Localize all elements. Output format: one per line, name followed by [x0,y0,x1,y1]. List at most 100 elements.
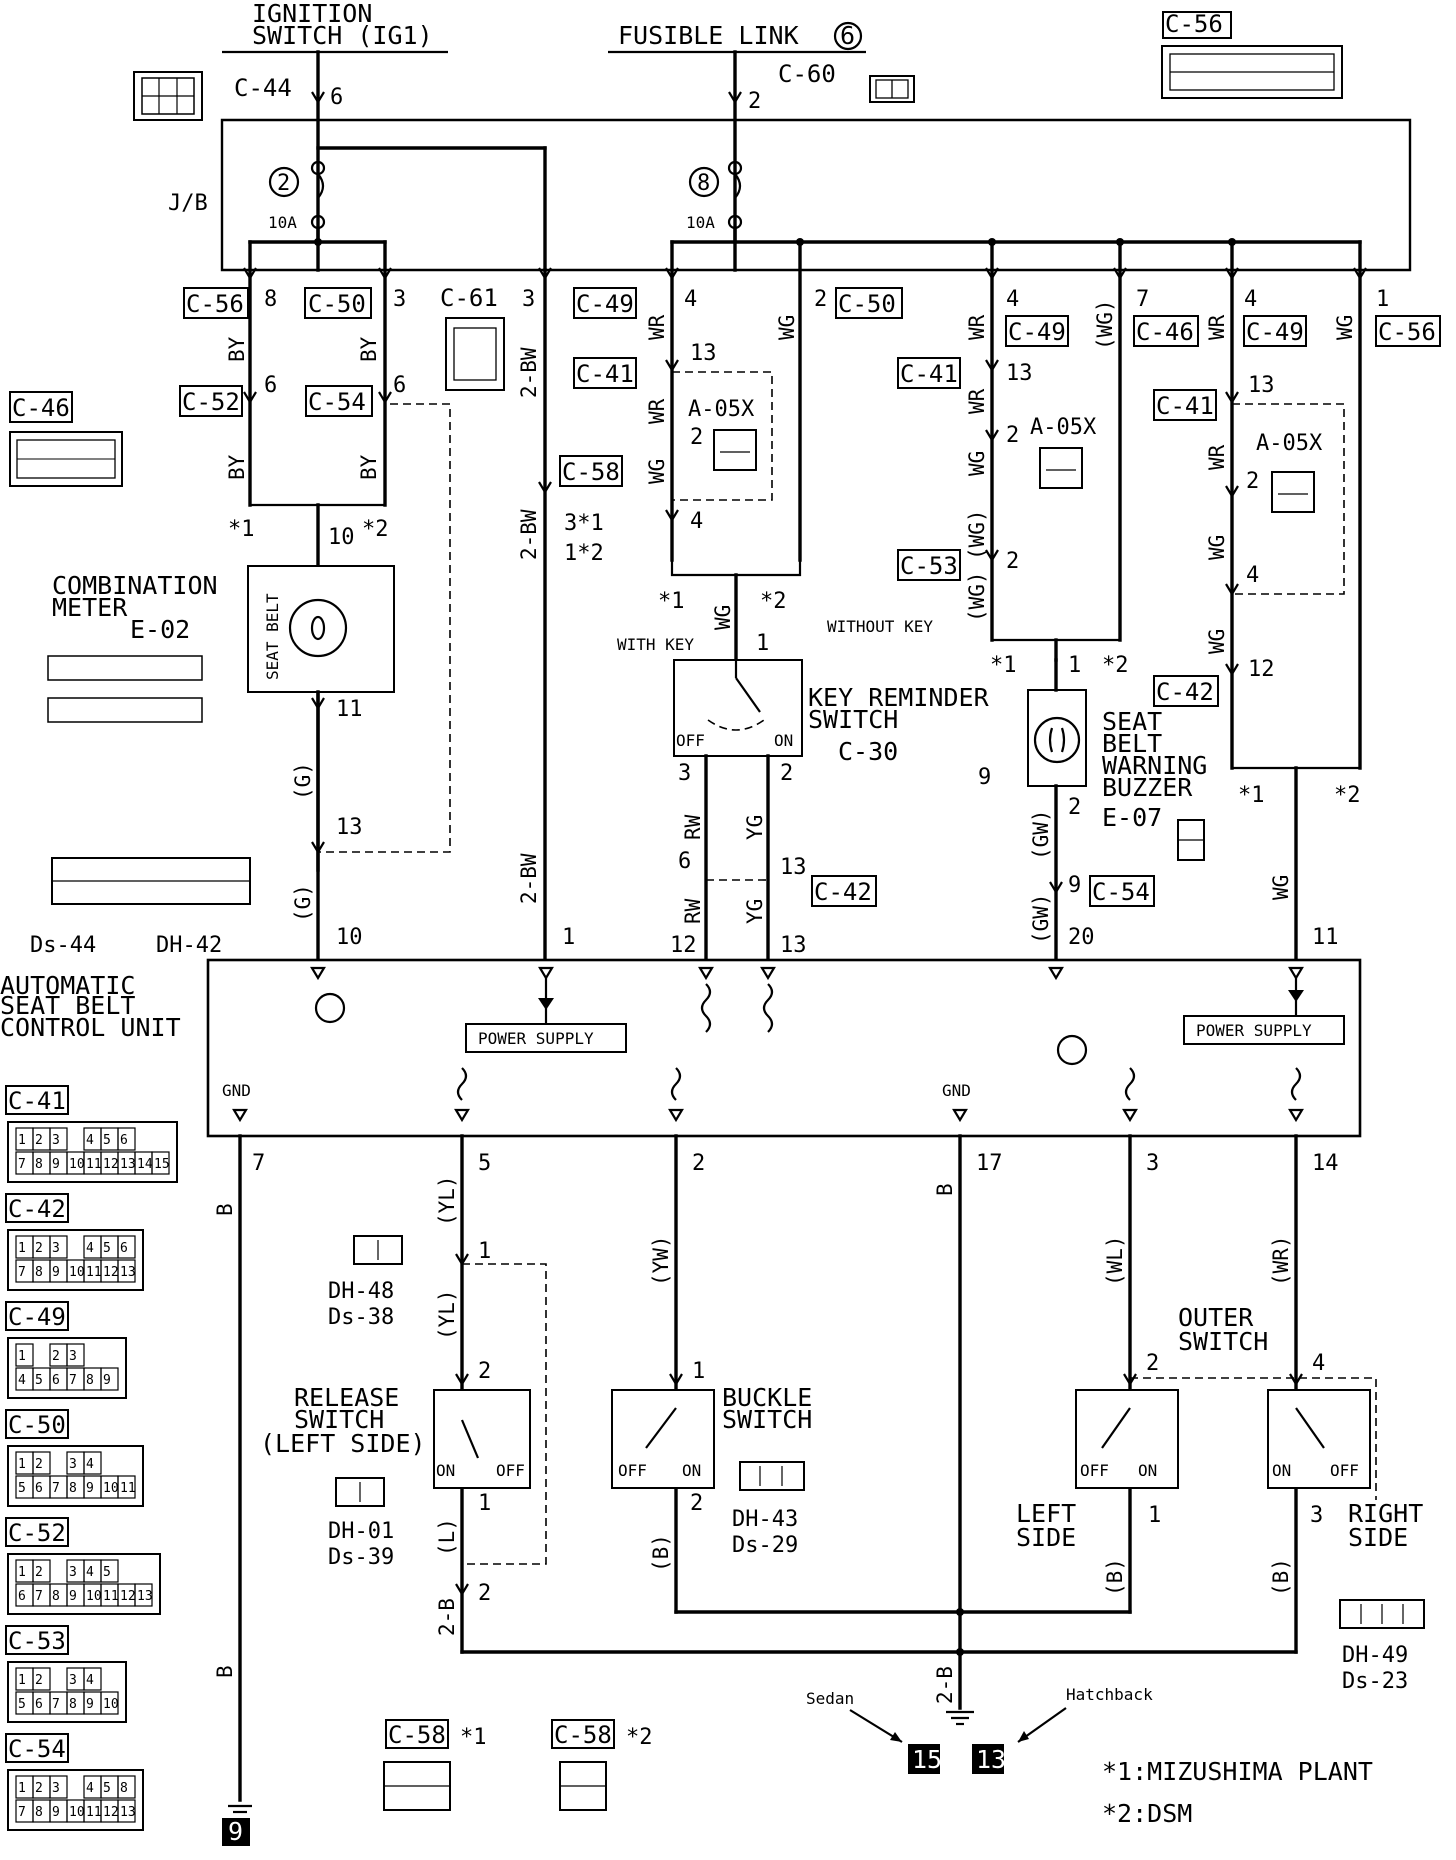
star2-right: *2 [1334,783,1361,808]
pin-2-buckle-cu: 2 [692,1151,705,1176]
wire-wr-paren: (WR) [1269,1235,1293,1286]
wire-wg-paren-1: (WG) [1093,299,1117,350]
pin-13-cu: 13 [780,933,807,958]
connector-c61: C-61 [440,284,505,391]
pin-12-cu: 12 [670,933,697,958]
pin-1-2bw: 1 [562,925,575,950]
pin-number: 8 [35,1157,43,1172]
svg-text:C-42: C-42 [814,878,872,906]
junction-block: J/B [168,118,1412,272]
outer-switch-left: OFF ON [1075,1389,1179,1489]
pin-20-cu: 20 [1068,925,1095,950]
svg-text:KEY REMINDER: KEY REMINDER [808,683,990,712]
pin-number: 12 [120,1589,136,1604]
pin-13-meter: 13 [336,815,363,840]
wire-2b-1: 2-B [435,1598,459,1636]
connector-dh01-icon: DH-01 Ds-39 [328,1477,394,1570]
pin-number: 6 [52,1373,60,1388]
svg-text:CONTROL UNIT: CONTROL UNIT [0,1013,181,1042]
svg-text:6: 6 [264,373,277,398]
svg-text:4: 4 [684,287,697,312]
fuse-2: 2 10A [268,160,326,232]
svg-text:C-52: C-52 [182,388,240,416]
svg-text:BUZZER: BUZZER [1102,773,1193,802]
wire-l: (L) [435,1518,459,1556]
wire-b-gnd: B [933,1183,957,1196]
svg-text:2: 2 [1006,549,1019,574]
pin-number: 5 [35,1373,43,1388]
pin-number: 6 [35,1697,43,1712]
pin-number: 2 [35,1241,43,1256]
connector-c60-icon [869,75,915,103]
pin-number: 6 [120,1133,128,1148]
pin-number: 2 [35,1565,43,1580]
fusible-title: FUSIBLE LINK [618,21,799,50]
sidebar-connector-label: C-52 [8,1519,66,1547]
c46-mid-pin: 7 [1136,287,1149,312]
fusible-number: 6 [840,21,855,50]
wire-b-buckle: (B) [649,1534,673,1572]
svg-text:C-30: C-30 [838,737,898,766]
wire-wg-paren-2: (WG) [965,509,989,560]
ground-9: 9 [222,1804,252,1846]
pin-3-key: 3 [678,761,691,786]
wire-yl-1: (YL) [435,1175,459,1226]
pin-2-outer-left: 2 [1146,1351,1159,1376]
svg-text:13: 13 [976,1745,1006,1774]
pin-number: 13 [120,1265,136,1280]
svg-text:C-46: C-46 [1136,318,1194,346]
fuse-8: 8 10A [686,160,743,232]
star1-buzzer: *1 [990,653,1017,678]
svg-text:COMBINATION: COMBINATION [52,571,218,600]
pin-number: 6 [18,1589,26,1604]
pin-number: 10 [103,1697,119,1712]
pin-number: 9 [52,1265,60,1280]
nine-label: 9 [978,765,991,790]
pin-number: 4 [86,1241,94,1256]
pin-number: 7 [52,1697,60,1712]
svg-text:6: 6 [393,373,406,398]
sidebar-connector-label: C-53 [8,1627,66,1655]
svg-text:Hatchback: Hatchback [1066,1685,1153,1704]
svg-text:3*1: 3*1 [564,511,604,536]
svg-text:4: 4 [1246,563,1259,588]
pin-5: 5 [478,1151,491,1176]
seat-belt-warning-buzzer: SEAT BELT WARNING BUZZER E-07 [1027,689,1207,861]
wire-wr-6: WR [1205,444,1229,470]
wire-wg-paren-3: (WG) [965,571,989,622]
connector-c49-mid: C-49 [1005,315,1069,347]
svg-text:C-58: C-58 [388,1721,446,1749]
svg-text:C-42: C-42 [1156,678,1214,706]
connector-c58-star1: C-58 *1 [383,1719,487,1811]
wire-wr-3: WR [965,314,989,340]
pin-number: 11 [86,1265,102,1280]
connector-c56-top: C-56 [1161,10,1343,99]
wire-by-2: BY [357,336,381,362]
pin-number: 13 [120,1805,136,1820]
svg-text:OFF: OFF [618,1461,647,1480]
pin-number: 14 [137,1157,153,1172]
legend-dsm: *2:DSM [1102,1799,1192,1828]
svg-text:GND: GND [942,1081,971,1100]
wire-wg-5: WG [1333,315,1357,340]
outer-switch-right: ON OFF [1267,1389,1371,1489]
svg-text:Ds-39: Ds-39 [328,1545,394,1570]
svg-text:ON: ON [682,1461,701,1480]
svg-text:C-49: C-49 [1246,318,1304,346]
star1-left: *1 [228,517,255,542]
pin-number: 4 [86,1565,94,1580]
svg-text:SEAT BELT: SEAT BELT [263,593,282,680]
pin-number: 7 [69,1373,77,1388]
pin-9-buzzer: 9 [1068,873,1081,898]
wire-wr-5: WR [1205,314,1229,340]
pin-number: 5 [18,1481,26,1496]
pin-number: 2 [35,1133,43,1148]
c60-pin: 2 [748,89,761,114]
pin-number: 4 [18,1373,26,1388]
pin-number: 8 [120,1781,128,1796]
svg-text:2: 2 [1006,423,1019,448]
svg-text:ON: ON [436,1461,455,1480]
pin-number: 3 [69,1673,77,1688]
